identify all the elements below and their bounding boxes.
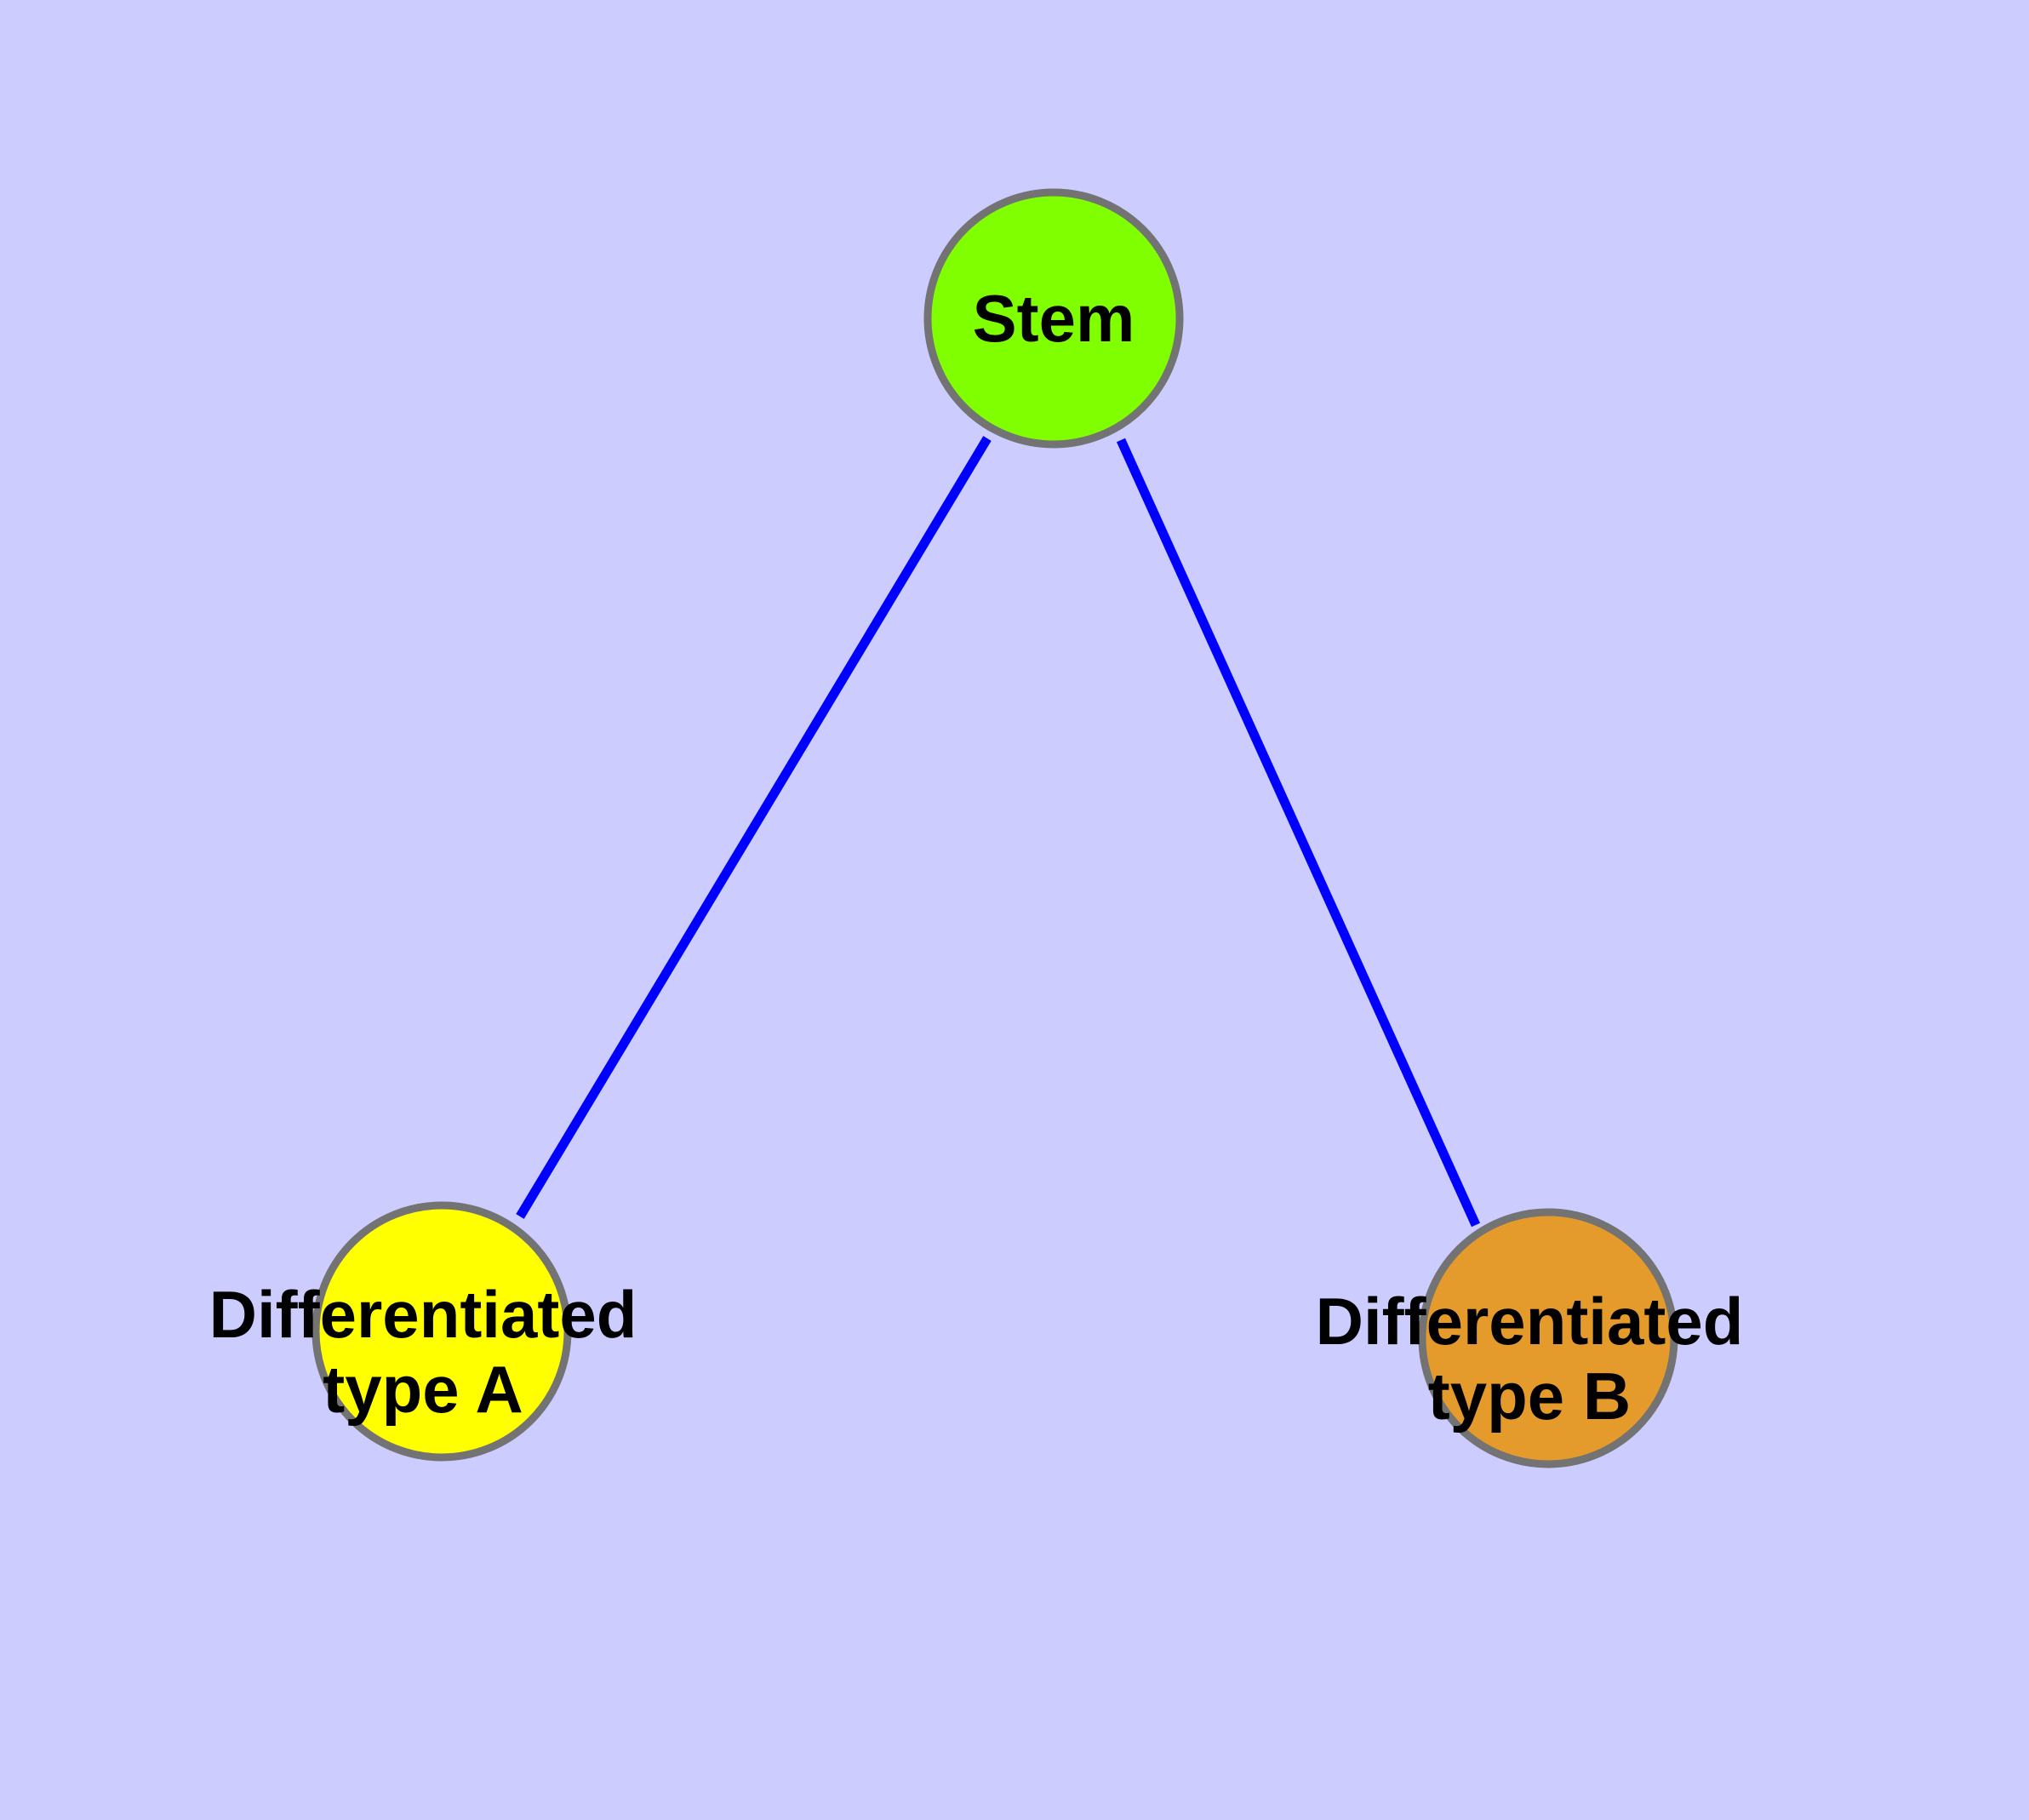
node-differentiated-type-a-circle[interactable]: [311, 1201, 572, 1462]
node-stem[interactable]: [923, 188, 1184, 449]
node-stem-circle[interactable]: [923, 188, 1184, 449]
node-differentiated-type-b-label-line-1: Differentiated: [1316, 1284, 1744, 1359]
node-differentiated-type-a-label-line-2: type A: [323, 1352, 523, 1427]
node-differentiated-type-a[interactable]: [311, 1201, 572, 1462]
node-differentiated-type-b-circle[interactable]: [1418, 1208, 1678, 1468]
node-differentiated-type-b[interactable]: [1418, 1208, 1678, 1468]
label-layer: Stem Differentiated type A Differentiate…: [209, 281, 1744, 1434]
edge-stem-to-differentiated-type-b[interactable]: [1116, 438, 1481, 1228]
node-stem-label: Stem: [973, 281, 1135, 356]
node-layer: [311, 188, 1678, 1468]
node-differentiated-type-a-label-line-1: Differentiated: [209, 1277, 637, 1352]
edge-stem-to-differentiated-type-a[interactable]: [516, 436, 992, 1219]
edge-layer: [516, 436, 1481, 1228]
node-differentiated-type-b-label-line-2: type B: [1428, 1359, 1631, 1434]
